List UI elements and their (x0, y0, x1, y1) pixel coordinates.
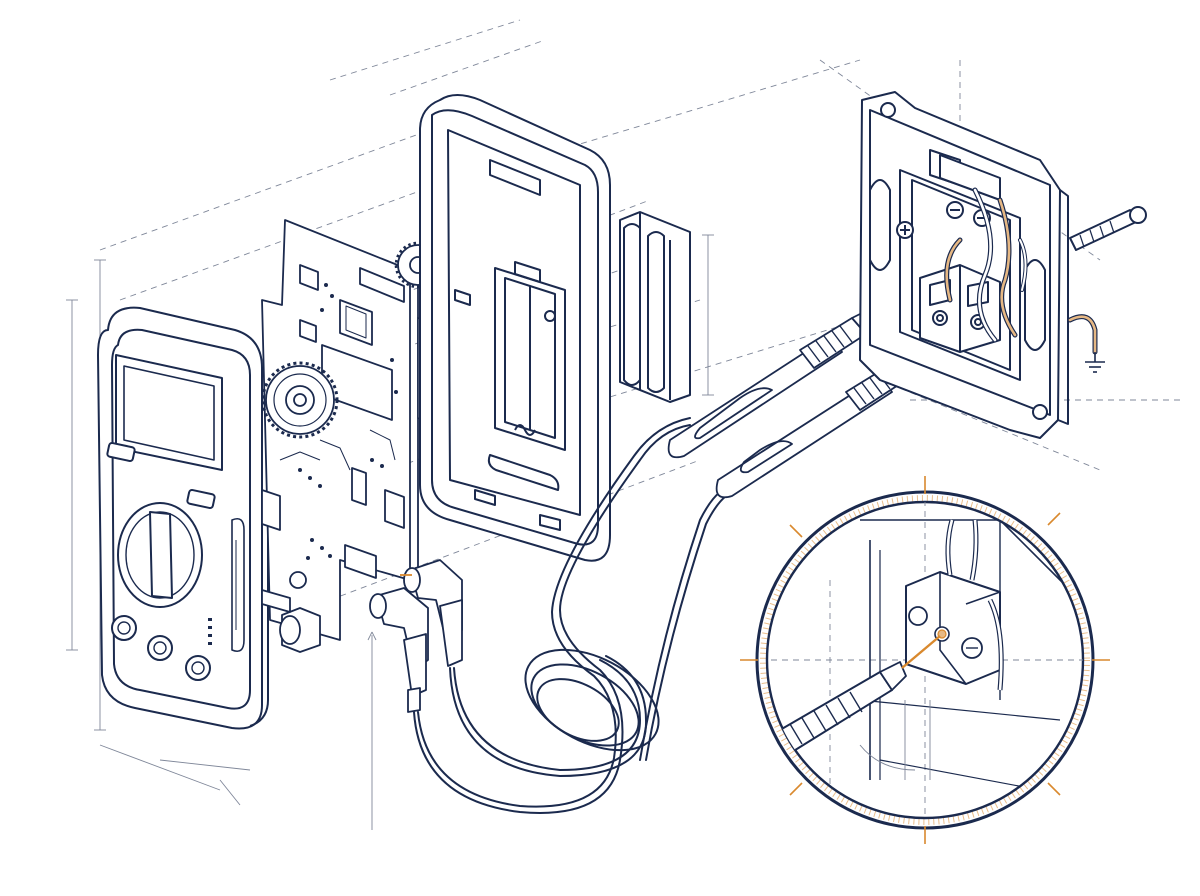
magnifier-icon (740, 476, 1110, 844)
plug-icon (369, 559, 463, 713)
probe-icon (667, 305, 927, 499)
socket-icon (859, 91, 1147, 439)
socket-wires (944, 187, 1098, 355)
multimeter-icon (97, 306, 269, 730)
dial-icon (117, 502, 203, 608)
ground-icon (1085, 352, 1105, 373)
battery-icon (619, 211, 691, 403)
pcb-icon (261, 219, 419, 653)
test-lead-wires (413, 417, 727, 814)
housing-icon (419, 94, 611, 562)
battery-compartment-icon (494, 261, 566, 451)
